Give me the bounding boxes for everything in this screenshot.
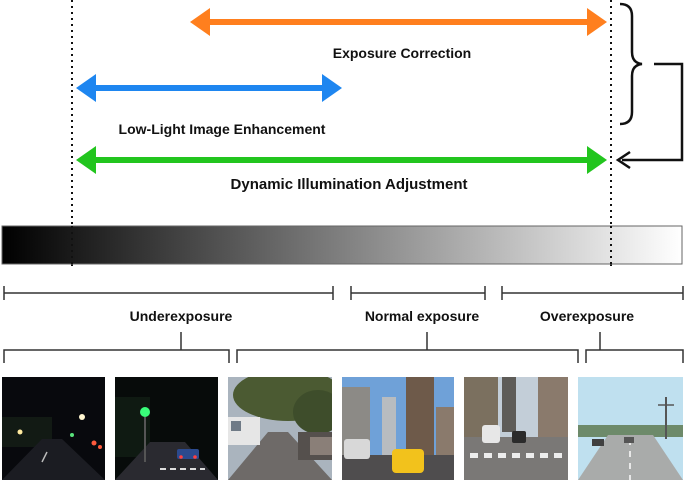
dynamic-illumination-label: Dynamic Illumination Adjustment	[231, 176, 468, 193]
normal-exposure-label: Normal exposure	[365, 308, 480, 324]
low-light-arrow	[76, 74, 342, 102]
photo-night-street-2	[115, 377, 218, 480]
normal-exposure-range	[350, 286, 486, 300]
underexposure-bracket	[3, 332, 230, 363]
exposure-correction-arrow	[190, 8, 607, 36]
dynamic-illumination-arrow	[76, 146, 607, 174]
normal-exposure-bracket	[236, 332, 579, 363]
photo-day-street-trees	[228, 377, 332, 480]
overexposure-bracket	[585, 332, 684, 363]
underexposure-label: Underexposure	[130, 308, 233, 324]
exposure-gradient-bar	[1, 225, 683, 265]
overexposure-label: Overexposure	[540, 308, 634, 324]
exposure-correction-label: Exposure Correction	[333, 45, 471, 61]
photo-bright-highway	[578, 377, 683, 480]
low-light-label: Low-Light Image Enhancement	[119, 121, 326, 137]
photo-city-crosswalk	[464, 377, 568, 480]
right-curly-brace	[619, 2, 643, 126]
photo-night-street-1	[2, 377, 105, 480]
brace-connector-arrow	[615, 62, 684, 170]
underexposure-range	[3, 286, 334, 300]
overexposure-range	[501, 286, 684, 300]
photo-city-taxi	[342, 377, 454, 480]
